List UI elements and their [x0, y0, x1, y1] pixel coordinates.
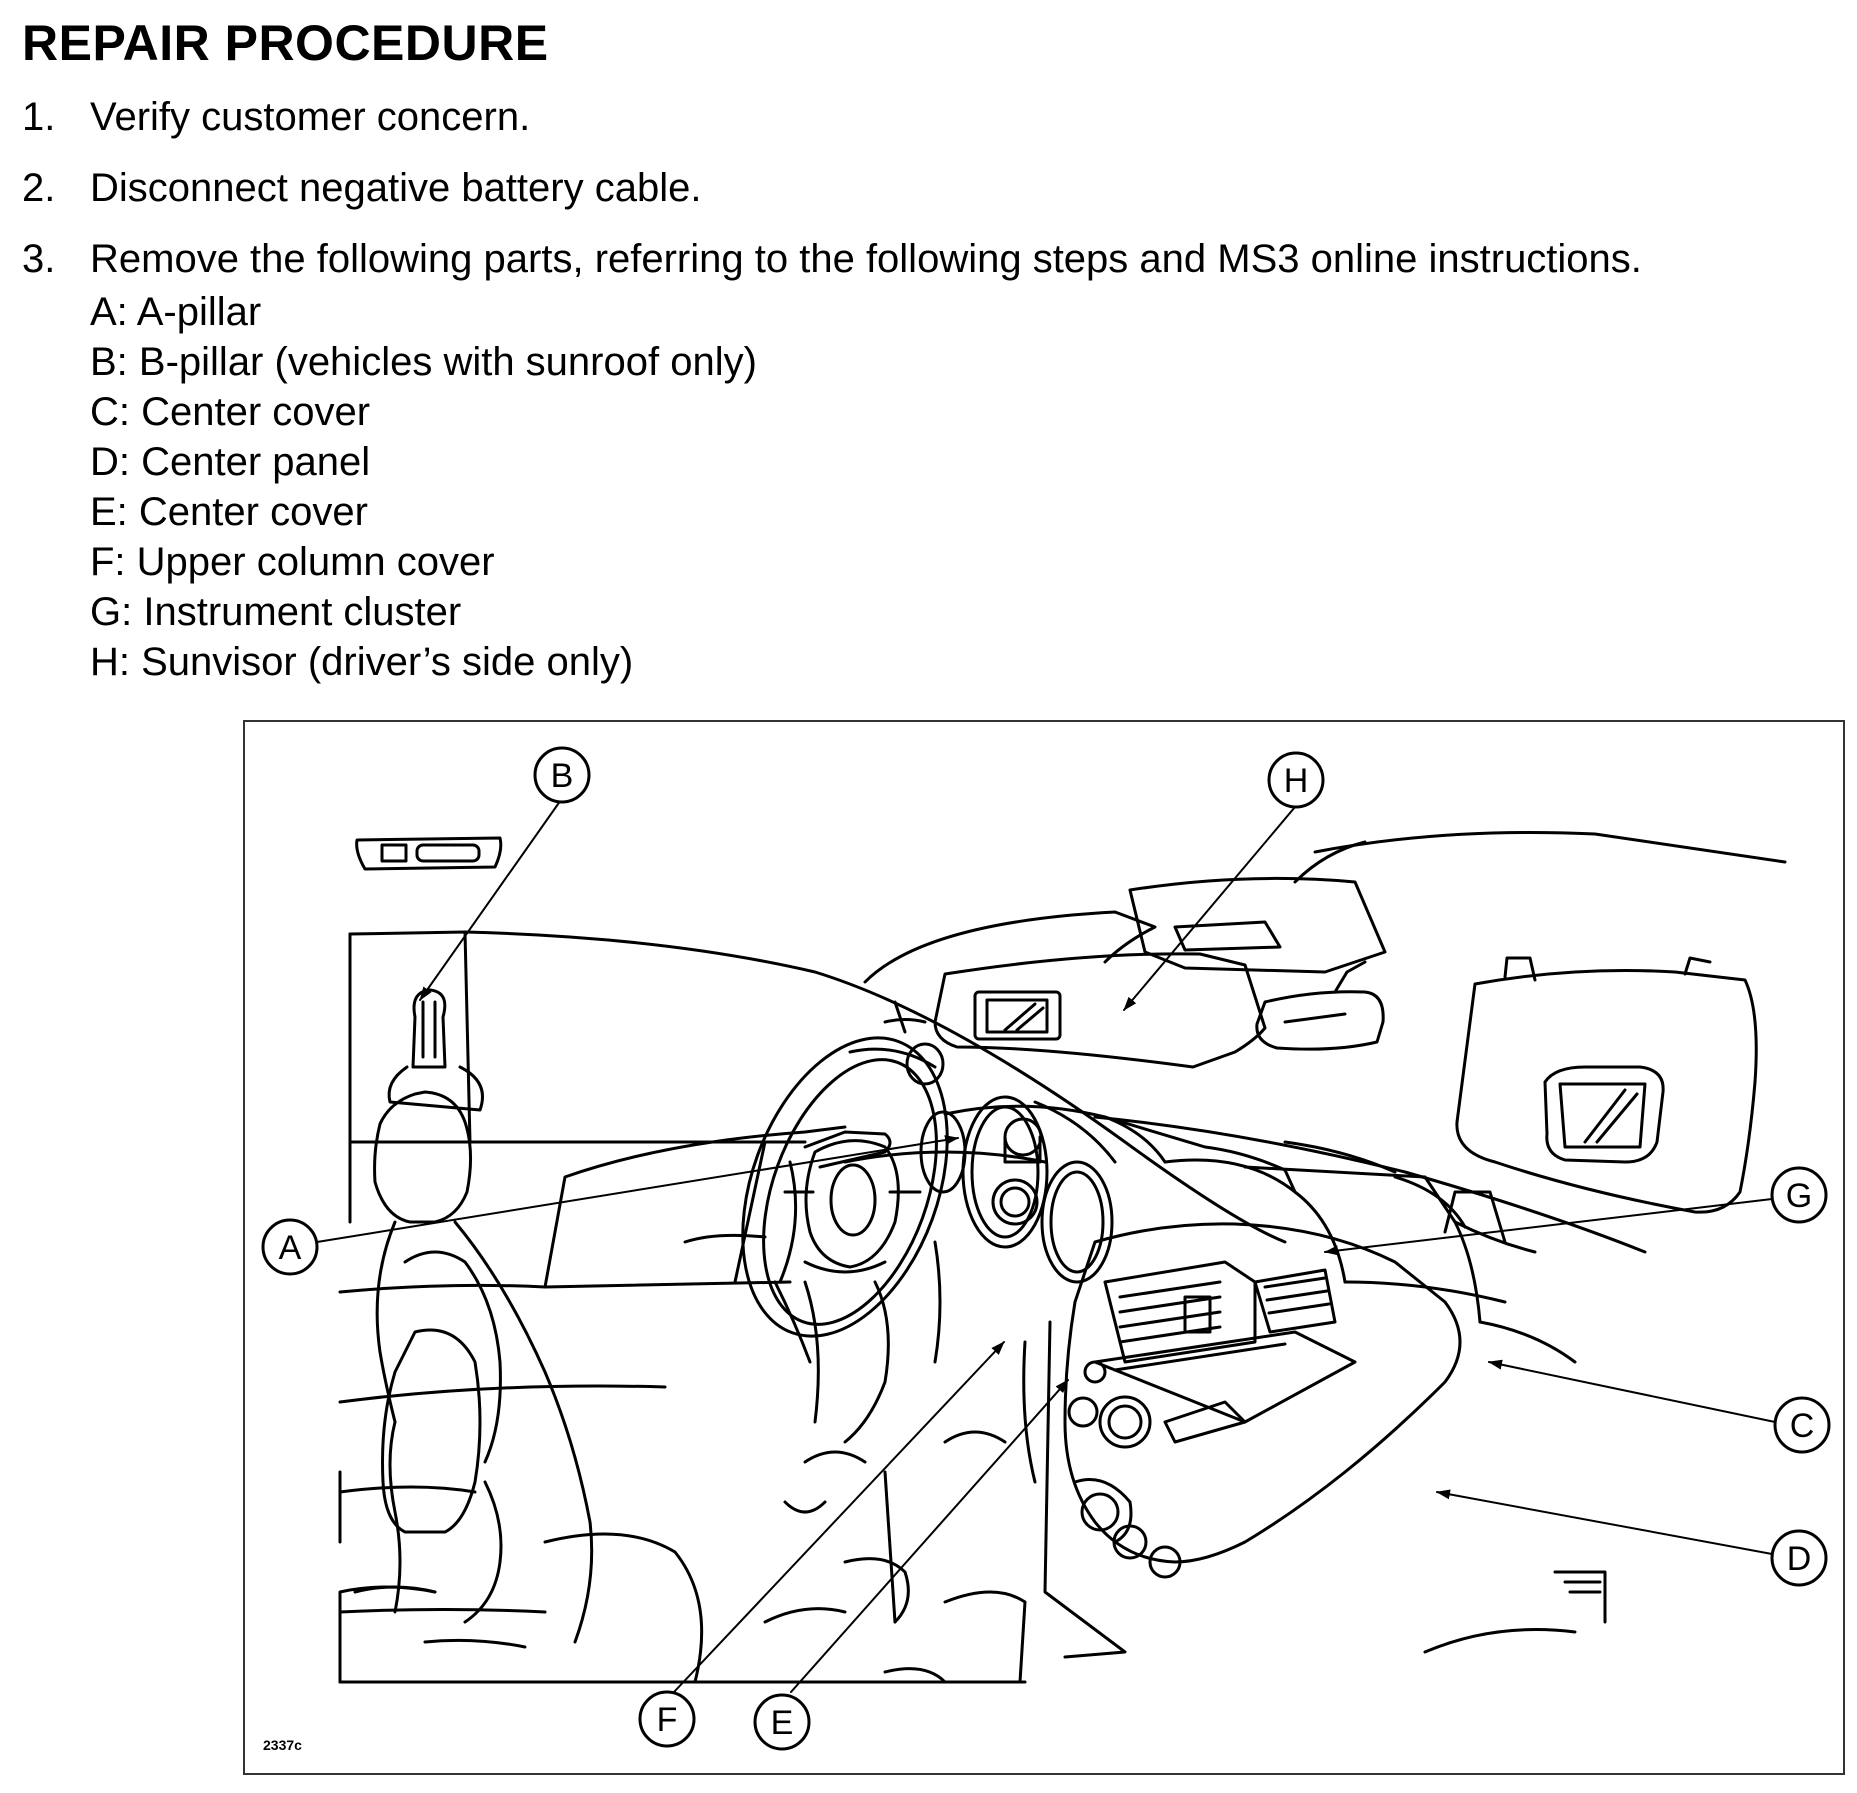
step-2: 2. Disconnect negative battery cable.	[22, 166, 1642, 210]
overhead-console-shape	[1128, 830, 1787, 974]
callout-d-label: D	[1787, 1540, 1812, 1578]
callout-h-circle	[1267, 751, 1325, 809]
windshield-frame-shape	[348, 930, 1287, 1244]
callout-a-label: A	[279, 1229, 302, 1267]
step-text: Disconnect negative battery cable.	[90, 166, 702, 210]
instrument-cluster-shape	[919, 1095, 1287, 1284]
step-text: Remove the following parts, referring to…	[90, 237, 1642, 281]
part-b: B: B-pillar (vehicles with sunroof only)	[90, 340, 757, 384]
part-d: D: Center panel	[90, 440, 371, 484]
callout-c-label: C	[1790, 1407, 1815, 1445]
door-panel-shape	[338, 1125, 892, 1594]
leader-lines	[316, 796, 1776, 1693]
callout-f-label: F	[657, 1701, 678, 1739]
page-title: REPAIR PROCEDURE	[22, 15, 549, 71]
step-text: Verify customer concern.	[90, 95, 531, 139]
procedure-steps: 1. Verify customer concern. 2. Disconnec…	[22, 95, 1642, 714]
dashboard-shape	[1093, 1115, 1647, 1364]
sunvisor-right-shape	[1455, 956, 1758, 1214]
part-f: F: Upper column cover	[90, 540, 495, 584]
callout-h-label: H	[1284, 762, 1309, 800]
step-1: 1. Verify customer concern.	[22, 95, 1642, 139]
callout-f-circle	[638, 1690, 696, 1748]
interior-diagram: B H A G C D F E 2337c	[243, 720, 1845, 1775]
callout-e-label: E	[771, 1704, 794, 1742]
part-e: E: Center cover	[90, 490, 368, 534]
steering-wheel-shape	[741, 1000, 949, 1338]
callout-b-circle	[533, 746, 591, 804]
callout-c-circle	[1773, 1396, 1831, 1454]
center-stack-shape	[1022, 1222, 1462, 1659]
b-pillar-anchor-shape	[387, 988, 484, 1112]
rearview-mirror-shape	[1255, 960, 1385, 1051]
step-number: 3.	[22, 237, 56, 281]
callout-e-circle	[753, 1693, 811, 1751]
callout-a-circle	[261, 1218, 319, 1276]
part-a: A: A-pillar	[90, 290, 262, 334]
step-number: 1.	[22, 95, 56, 139]
part-h: H: Sunvisor (driver’s side only)	[90, 640, 634, 684]
callout-d-circle	[1770, 1529, 1828, 1587]
interior-illustration: B H A G C D F E	[261, 746, 1831, 1751]
parts-list: A: A-pillar B: B-pillar (vehicles with s…	[90, 287, 1642, 687]
sunvisor-left-shape	[863, 910, 1267, 1069]
step-3: 3. Remove the following parts, referring…	[22, 237, 1642, 687]
step-number: 2.	[22, 166, 56, 210]
dome-light-shape	[355, 836, 503, 871]
column-switches-shape	[693, 1117, 1607, 1684]
callout-b-label: B	[551, 757, 574, 795]
part-g: G: Instrument cluster	[90, 590, 462, 634]
callout-g-label: G	[1786, 1177, 1812, 1215]
figure-id: 2337c	[263, 1737, 302, 1753]
callout-g-circle	[1770, 1166, 1828, 1224]
part-c: C: Center cover	[90, 390, 371, 434]
